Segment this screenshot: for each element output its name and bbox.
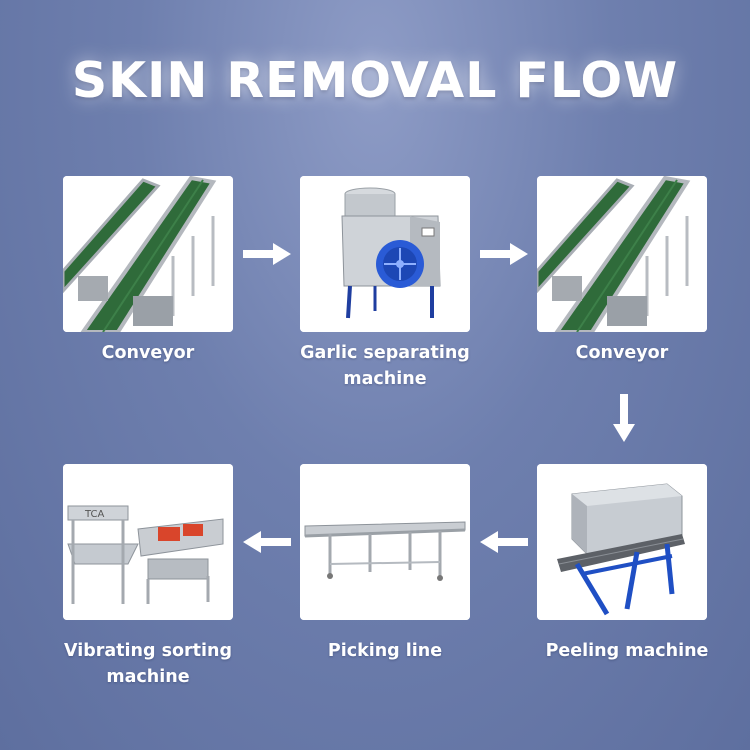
arrow-down-icon — [613, 394, 635, 442]
step-vibrating-sorting-machine-label: Vibrating sorting machine — [48, 638, 248, 690]
step-peeling-machine-label: Peeling machine — [545, 641, 709, 661]
step-garlic-separating-machine-image — [300, 176, 470, 332]
label-line: machine — [106, 667, 190, 687]
step-peeling-machine-image — [537, 464, 707, 620]
step-conveyor-2-image — [537, 176, 707, 332]
step-garlic-separating-machine-label: Garlic separating machine — [280, 340, 490, 392]
arrow-right-icon — [243, 243, 291, 265]
arrow-left-icon — [480, 531, 528, 553]
label-line: machine — [343, 369, 427, 389]
arrow-right-icon — [480, 243, 528, 265]
step-conveyor-1-image — [63, 176, 233, 332]
step-vibrating-sorting-machine-image: TCA — [63, 464, 233, 620]
page-title: SKIN REMOVAL FLOW — [71, 52, 679, 109]
arrow-left-icon — [243, 531, 291, 553]
label-line: Vibrating sorting — [63, 641, 233, 661]
step-conveyor-2-label: Conveyor — [575, 343, 669, 363]
label-line: Garlic separating — [300, 343, 470, 363]
machine-brand-text: TCA — [84, 509, 105, 520]
step-conveyor-1-label: Conveyor — [101, 343, 195, 363]
step-picking-line-image — [300, 464, 470, 620]
step-picking-line-label: Picking line — [327, 641, 443, 661]
